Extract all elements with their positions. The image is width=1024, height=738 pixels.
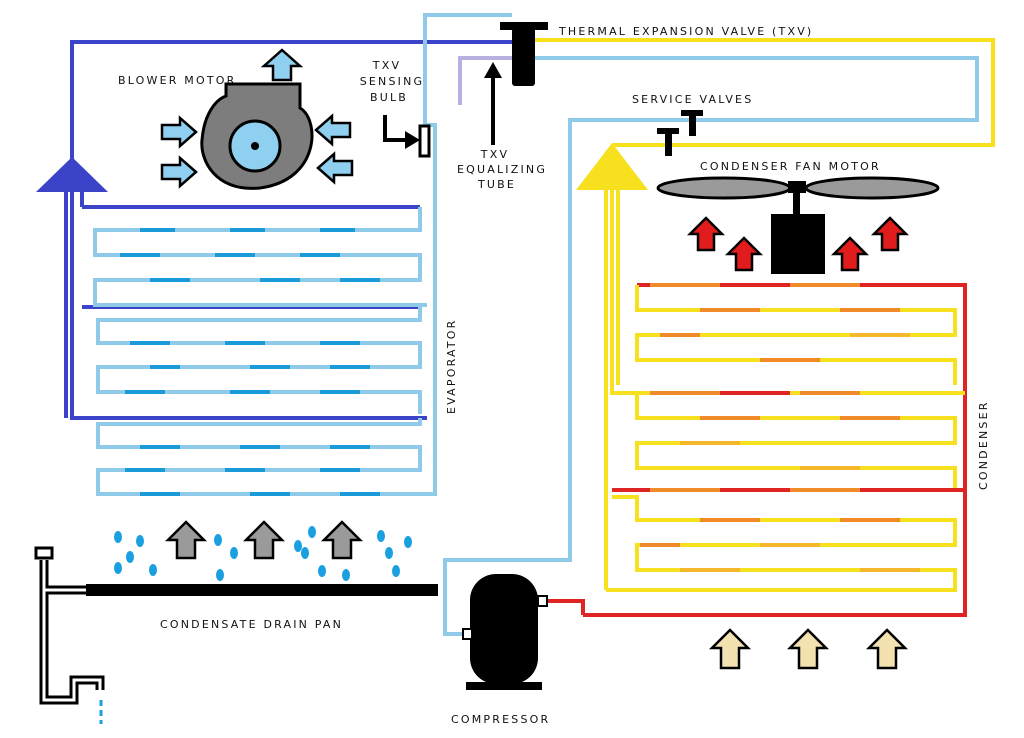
high-pressure-header-triangle	[576, 143, 648, 190]
ambient-air-arrow-icon	[786, 628, 830, 670]
equalizing-tube-line	[458, 56, 512, 105]
hot-air-arrow-icon	[686, 216, 726, 252]
condenser-hot-air-arrows	[686, 216, 910, 272]
ambient-air-arrow-icon	[708, 628, 752, 670]
compressor-label: COMPRESSOR	[451, 713, 550, 726]
air-in-arrow-icon	[316, 151, 354, 185]
blower-motor	[200, 82, 314, 190]
drain-trap-inner	[42, 560, 102, 702]
condensate-drain-pan-label: CONDENSATE DRAIN PAN	[160, 618, 343, 631]
txv-valve	[500, 22, 548, 86]
cooled-air-arrows	[164, 520, 364, 560]
blower-motor-label: BLOWER MOTOR	[118, 74, 236, 87]
ambient-air-arrows	[708, 628, 909, 670]
hot-air-arrow-icon	[724, 236, 764, 272]
service-valves	[657, 110, 703, 156]
equalizing-label-3: TUBE	[477, 178, 516, 191]
drain-vent-cap	[34, 546, 54, 560]
txv-label: THERMAL EXPANSION VALVE (TXV)	[558, 25, 813, 38]
evaporator-label: EVAPORATOR	[445, 319, 458, 414]
cooled-air-arrow-icon	[242, 520, 286, 560]
hot-air-arrow-icon	[870, 216, 910, 252]
air-out-arrow-icon	[260, 48, 304, 82]
discharge-line	[545, 599, 585, 615]
hot-air-arrow-icon	[830, 236, 870, 272]
equalizing-label-2: EQUALIZING	[457, 163, 547, 176]
service-valves-label: SERVICE VALVES	[632, 93, 753, 106]
condenser-fan	[656, 176, 940, 274]
suction-header-triangle	[36, 157, 108, 192]
condenser-label: CONDENSER	[977, 400, 990, 490]
cooled-air-arrow-icon	[164, 520, 208, 560]
sensing-bulb-label-3: BULB	[370, 91, 408, 104]
equalizing-tube-arrow	[484, 62, 502, 145]
cooled-air-arrow-icon	[320, 520, 364, 560]
air-in-arrow-icon	[160, 115, 198, 149]
evaporator-coil-dashes	[120, 228, 380, 496]
condensate-drain-pan	[86, 584, 438, 596]
condenser-coil-warm-dashes	[680, 333, 920, 572]
sensing-bulb-label-2: SENSING	[360, 75, 425, 88]
condensate-droplets	[114, 526, 412, 581]
high-pressure-line	[535, 38, 995, 592]
condenser-coil-hot-dashes	[640, 283, 900, 547]
condenser-fan-motor-label: CONDENSER FAN MOTOR	[700, 160, 881, 173]
compressor	[462, 574, 548, 690]
air-in-arrow-icon	[160, 155, 198, 189]
air-in-arrow-icon	[314, 113, 352, 147]
blower-air-arrows	[160, 48, 354, 189]
liquid-line	[443, 56, 979, 636]
condenser-coil-red-dashes	[720, 283, 940, 492]
equalizing-label-1: TXV	[480, 148, 509, 161]
sensing-bulb-label-1: TXV	[372, 59, 401, 72]
txv-sensing-bulb	[383, 115, 431, 158]
ambient-air-arrow-icon	[865, 628, 909, 670]
